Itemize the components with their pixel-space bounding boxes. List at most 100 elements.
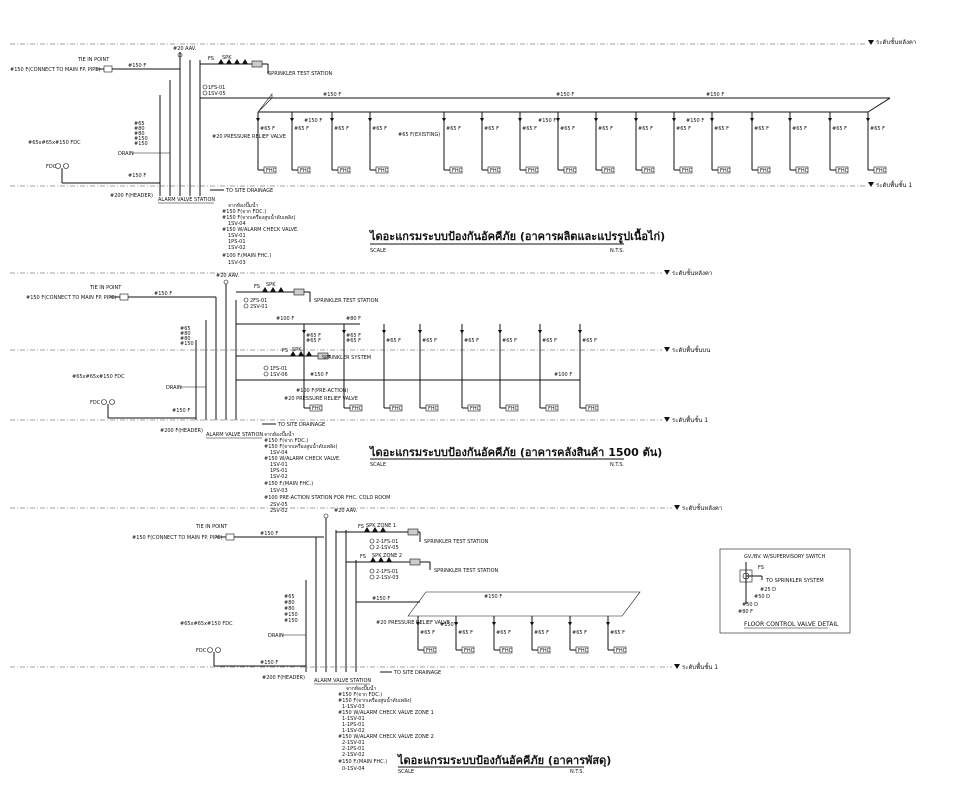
svg-text:ระดับชั้นหลังคา: ระดับชั้นหลังคา <box>682 502 722 512</box>
pipe-size-label: #65 F <box>714 126 729 132</box>
svg-text:#150 F: #150 F <box>128 173 146 179</box>
d1-branch: #65 F FHC <box>556 112 577 174</box>
svg-text:1-1SV-03: 1-1SV-03 <box>342 704 365 710</box>
fhc-cabinet-icon <box>679 166 693 174</box>
header-label: #200 F(HEADER) <box>110 193 153 199</box>
svg-text:1-1SV-02: 1-1SV-02 <box>342 728 365 734</box>
svg-text:2-1SV-05: 2-1SV-05 <box>376 545 399 551</box>
svg-text:1SV-04: 1SV-04 <box>270 450 288 456</box>
level-ground-label: ระดับพื้นชั้น 1 <box>876 179 912 189</box>
svg-text:#150 F(จากเครื่องสูบน้ำดับเพลิ: #150 F(จากเครื่องสูบน้ำดับเพลิง) <box>222 212 295 221</box>
svg-text:#150 W/ALARM CHECK VALVE.: #150 W/ALARM CHECK VALVE. <box>222 227 299 233</box>
fhc-label: FHC <box>566 168 577 174</box>
svg-text:#150 F: #150 F <box>706 92 724 98</box>
svg-text:N.T.S.: N.T.S. <box>610 248 625 254</box>
svg-text:FDC: FDC <box>196 648 207 654</box>
diagram-1-production-building: ระดับชั้นหลังคา ระดับพื้นชั้น 1 TIE IN P… <box>10 36 916 266</box>
svg-text:1SV-02: 1SV-02 <box>270 474 288 480</box>
svg-text:#80: #80 <box>180 331 191 337</box>
fhc-label: FHC <box>470 406 481 412</box>
svg-text:#65: #65 <box>134 121 145 127</box>
svg-text:1SV-02: 1SV-02 <box>228 245 246 251</box>
svg-text:SPRINKLER SYSTEM: SPRINKLER SYSTEM <box>322 355 371 361</box>
svg-text:1FS-01: 1FS-01 <box>270 366 287 372</box>
svg-text:#20 PRESSURE RELIEF VALVE: #20 PRESSURE RELIEF VALVE <box>376 620 450 626</box>
fhc-label: FHC <box>644 168 655 174</box>
svg-text:2-1FS-01: 2-1FS-01 <box>376 569 398 575</box>
svg-text:1-1SV-01: 1-1SV-01 <box>342 716 365 722</box>
fhc-cabinet-icon <box>575 646 589 654</box>
fhc-label: FHC <box>464 648 475 654</box>
pipe-size-label: #65 F <box>572 630 587 636</box>
connect-main-label: #150 F(CONNECT TO MAIN FP. PIPE) <box>10 67 100 73</box>
svg-text:จากห้องปั๊มน้ำ: จากห้องปั๊มน้ำ <box>346 683 376 692</box>
pipe-size-label: #65 F <box>420 630 435 636</box>
svg-text:#150 W/ALARM CHECK VALVE.: #150 W/ALARM CHECK VALVE. <box>264 456 341 462</box>
svg-text:#150: #150 <box>284 612 298 618</box>
svg-text:1PS-01: 1PS-01 <box>228 239 246 245</box>
svg-text:#150: #150 <box>180 341 194 347</box>
svg-text:#150 F: #150 F <box>538 118 556 124</box>
pipe-size-label: #65 F <box>582 338 597 344</box>
svg-text:#150 F: #150 F <box>686 118 704 124</box>
fhc-label: FHC <box>502 648 513 654</box>
svg-text:#150 F(จาก FDC.): #150 F(จาก FDC.) <box>222 209 266 215</box>
svg-text:SPK ZONE 1: SPK ZONE 1 <box>366 523 396 529</box>
svg-text:#150 F: #150 F <box>484 594 502 600</box>
svg-text:#65 F: #65 F <box>346 333 361 339</box>
svg-text:#150 F: #150 F <box>310 372 328 378</box>
svg-text:SPRINKLER TEST STATION: SPRINKLER TEST STATION <box>424 539 489 545</box>
sprinkler-test-label: SPRINKLER TEST STATION <box>268 71 333 77</box>
svg-text:TO SITE DRAINAGE: TO SITE DRAINAGE <box>393 670 441 676</box>
svg-text:#150 F.(MAIN FHC.): #150 F.(MAIN FHC.) <box>264 481 313 487</box>
svg-text:2SV-05: 2SV-05 <box>270 502 288 508</box>
svg-text:#150 W/ALARM CHECK VALVE ZONE: #150 W/ALARM CHECK VALVE ZONE 2 <box>338 734 434 740</box>
fhc-label: FHC <box>426 648 437 654</box>
svg-text:#80: #80 <box>134 131 145 137</box>
svg-text:SPK: SPK <box>292 347 302 353</box>
svg-text:#80: #80 <box>180 336 191 342</box>
pipe-size-label: #65 F <box>754 126 769 132</box>
svg-text:1SV-01: 1SV-01 <box>228 233 246 239</box>
svg-text:1SV-05: 1SV-05 <box>208 91 226 97</box>
svg-text:#80: #80 <box>284 600 295 606</box>
svg-text:ระดับพื้นชั้น 1: ระดับพื้นชั้น 1 <box>682 661 718 671</box>
pipe-size-label: #65 F <box>294 126 309 132</box>
fhc-cabinet-icon <box>613 646 627 654</box>
fhc-label: FHC <box>312 406 323 412</box>
svg-text:2-1SV-02: 2-1SV-02 <box>342 752 365 758</box>
fhc-cabinet-icon <box>641 166 655 174</box>
svg-text:2-1FS-01: 2-1FS-01 <box>376 539 398 545</box>
svg-text:SCALE: SCALE <box>370 248 386 254</box>
svg-text:FS: FS <box>360 554 366 560</box>
svg-text:ALARM VALVE STATION: ALARM VALVE STATION <box>206 432 263 438</box>
pipe-size-label: #65 F <box>522 126 537 132</box>
fhc-label: FHC <box>508 406 519 412</box>
svg-text:#150 F: #150 F <box>260 531 278 537</box>
svg-text:SPK: SPK <box>266 282 276 288</box>
pipe-size-label: #65 F <box>386 338 401 344</box>
svg-text:1PS-01: 1PS-01 <box>270 468 288 474</box>
svg-text:SPRINKLER TEST STATION: SPRINKLER TEST STATION <box>434 568 499 574</box>
detail-title: FLOOR CONTROL VALVE DETAIL <box>744 621 839 628</box>
fhc-cabinet-icon <box>297 166 311 174</box>
pipe-size-label: #65 F <box>560 126 575 132</box>
level-roof-label: ระดับชั้นหลังคา <box>876 36 916 46</box>
